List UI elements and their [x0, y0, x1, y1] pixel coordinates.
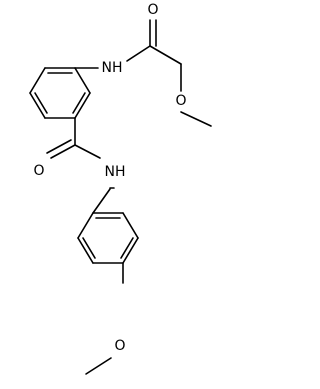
benzene-ring-upper	[29, 67, 91, 119]
bond	[74, 67, 91, 94]
bond	[77, 237, 94, 264]
carbonyl-oxygen-label: O	[147, 2, 158, 18]
bond	[50, 144, 76, 159]
bond	[74, 92, 91, 119]
bond	[29, 67, 46, 94]
bond	[122, 212, 139, 239]
benzamide-link	[46, 117, 115, 214]
bond	[77, 212, 94, 239]
bond	[29, 92, 46, 119]
methoxyacetamide-chain	[74, 19, 212, 127]
bond	[85, 357, 112, 375]
bond	[126, 45, 151, 62]
aromatic-bond	[34, 92, 48, 114]
aromatic-bond	[120, 237, 134, 259]
bond	[122, 237, 139, 264]
bond	[180, 111, 212, 127]
aromatic-bond	[82, 237, 96, 259]
bond	[149, 45, 182, 65]
aromatic-bond	[72, 92, 86, 114]
benzene-ring-lower	[77, 212, 139, 264]
amide-nitrogen-label: NH	[105, 164, 126, 180]
bond	[74, 144, 101, 159]
chemical-structure-diagram: O NH O O NH O	[29, 2, 212, 375]
ether-oxygen-label: O	[114, 338, 125, 354]
methoxy-group-lower	[85, 262, 124, 375]
bond	[92, 188, 111, 214]
amide-nitrogen-label: NH	[102, 60, 123, 76]
carbonyl-oxygen-label: O	[33, 163, 44, 179]
ether-oxygen-label: O	[175, 93, 186, 109]
bond	[46, 139, 72, 154]
